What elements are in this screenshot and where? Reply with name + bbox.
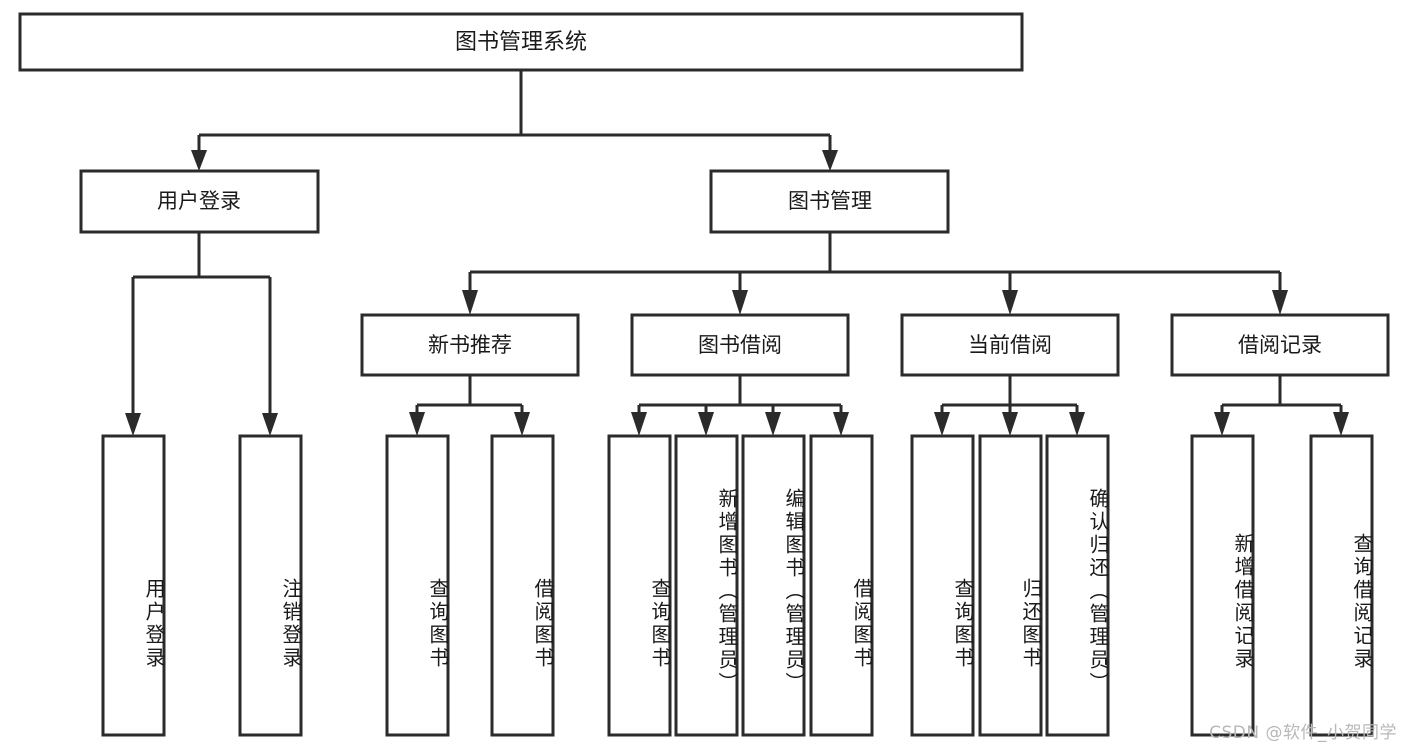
node-current-borrow-label: 当前借阅 bbox=[968, 333, 1052, 357]
arrow-to-leaf-bookborrow-2 bbox=[698, 412, 714, 436]
arrow-to-current-borrow bbox=[1002, 290, 1018, 315]
node-root-label: 图书管理系统 bbox=[455, 30, 587, 55]
leaf-box-record-add[interactable] bbox=[1190, 434, 1255, 737]
leaf-box-bookborrow-add[interactable] bbox=[674, 434, 739, 737]
leaf-box-bookborrow-edit[interactable] bbox=[741, 434, 806, 737]
node-borrow-record-box[interactable] bbox=[1170, 313, 1390, 377]
node-book-borrow[interactable]: 图书借阅 bbox=[630, 313, 850, 377]
node-user-login-label: 用户登录 bbox=[157, 189, 241, 213]
arrow-to-book-borrow bbox=[732, 290, 748, 315]
leaf-box-currentborrow-return[interactable] bbox=[978, 434, 1043, 737]
node-book-manage-label: 图书管理 bbox=[788, 189, 872, 213]
node-new-book-recommend[interactable]: 新书推荐 bbox=[360, 313, 580, 377]
leaf-box-bookborrow-query[interactable] bbox=[607, 434, 672, 737]
node-user-login[interactable]: 用户登录 bbox=[79, 169, 320, 234]
watermark-text: CSDN @软件_小贺同学 bbox=[1209, 723, 1397, 743]
leaf-box-bookborrow-borrow[interactable] bbox=[809, 434, 874, 737]
node-root-box[interactable] bbox=[18, 12, 1024, 72]
leaf-box-newbook-borrow[interactable] bbox=[490, 434, 555, 737]
node-book-manage[interactable]: 图书管理 bbox=[709, 169, 950, 234]
leaf-box-record-query[interactable] bbox=[1309, 434, 1374, 737]
node-root[interactable]: 图书管理系统 bbox=[18, 12, 1024, 72]
arrow-to-leaf-borrowrecord-2 bbox=[1333, 412, 1349, 436]
arrow-to-leaf-logout bbox=[262, 413, 278, 436]
arrow-to-leaf-borrowrecord-1 bbox=[1214, 412, 1230, 436]
arrow-to-leaf-bookborrow-3 bbox=[765, 412, 781, 436]
node-new-book-recommend-label: 新书推荐 bbox=[428, 333, 512, 357]
arrow-to-leaf-bookborrow-4 bbox=[833, 412, 849, 436]
arrow-to-leaf-newbook-2 bbox=[514, 412, 530, 436]
arrow-to-leaf-currentborrow-3 bbox=[1069, 412, 1085, 436]
node-book-manage-box[interactable] bbox=[709, 169, 950, 234]
arrow-to-leaf-currentborrow-2 bbox=[1002, 412, 1018, 436]
leaf-boxes bbox=[101, 434, 1374, 737]
leaf-box-user-login[interactable] bbox=[101, 434, 166, 737]
connectors bbox=[125, 70, 1349, 436]
leaf-box-newbook-query[interactable] bbox=[385, 434, 450, 737]
node-book-borrow-label: 图书借阅 bbox=[698, 333, 782, 357]
arrow-to-leaf-currentborrow-1 bbox=[934, 412, 950, 436]
arrow-to-user-login bbox=[191, 150, 207, 171]
node-user-login-box[interactable] bbox=[79, 169, 320, 234]
arrow-to-borrow-record bbox=[1272, 290, 1288, 315]
leaf-box-currentborrow-confirm[interactable] bbox=[1045, 434, 1110, 737]
arrow-to-leaf-newbook-1 bbox=[409, 412, 425, 436]
node-current-borrow[interactable]: 当前借阅 bbox=[900, 313, 1120, 377]
arrow-to-leaf-bookborrow-1 bbox=[631, 412, 647, 436]
node-current-borrow-box[interactable] bbox=[900, 313, 1120, 377]
arrow-to-new-book bbox=[462, 290, 478, 315]
arrow-to-leaf-user-login bbox=[125, 413, 141, 436]
node-borrow-record-label: 借阅记录 bbox=[1238, 333, 1322, 357]
node-book-borrow-box[interactable] bbox=[630, 313, 850, 377]
node-borrow-record[interactable]: 借阅记录 bbox=[1170, 313, 1390, 377]
arrow-to-book-manage bbox=[822, 150, 838, 171]
leaf-box-logout[interactable] bbox=[238, 434, 303, 737]
leaf-box-currentborrow-query[interactable] bbox=[910, 434, 975, 737]
node-new-book-recommend-box[interactable] bbox=[360, 313, 580, 377]
